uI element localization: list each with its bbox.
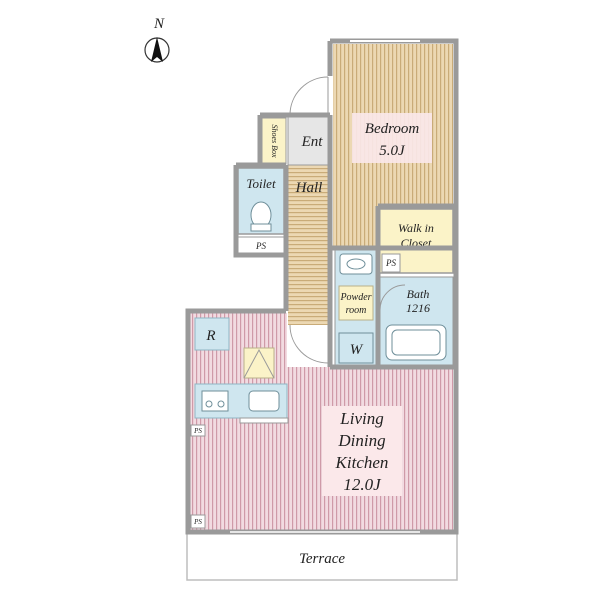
hall-floor bbox=[288, 165, 330, 325]
compass: N bbox=[144, 16, 170, 63]
shoes-box-label: Shoes Box bbox=[270, 124, 279, 158]
ps-kitchen-1-label: PS bbox=[193, 427, 202, 435]
hall-label: Hall bbox=[295, 180, 323, 196]
walls bbox=[185, 38, 459, 535]
terrace-label: Terrace bbox=[299, 551, 345, 567]
bathtub-icon bbox=[385, 324, 447, 361]
fridge-box bbox=[194, 317, 230, 351]
entrance-area bbox=[287, 114, 329, 166]
bedroom-name: Bedroom bbox=[365, 121, 420, 137]
compass-letter: N bbox=[153, 16, 165, 32]
wash-basin-icon bbox=[339, 253, 373, 275]
washer-label: W bbox=[350, 342, 364, 358]
powder-line2: room bbox=[346, 305, 367, 316]
bedroom-size: 5.0J bbox=[379, 143, 406, 159]
closet-line1: Walk in bbox=[398, 221, 434, 235]
ldk-label-box bbox=[322, 406, 402, 496]
powder-line1: Powder bbox=[339, 292, 371, 303]
ldk-line3: Kitchen bbox=[335, 453, 389, 472]
washer-box bbox=[338, 332, 374, 364]
compass-arrow-icon bbox=[151, 37, 163, 62]
ps-kitchen-2-label: PS bbox=[193, 518, 202, 526]
bath-size: 1216 bbox=[406, 301, 430, 315]
ldk-line1: Living bbox=[339, 409, 383, 428]
bath-name: Bath bbox=[407, 287, 430, 301]
stove-icon bbox=[201, 390, 229, 412]
ldk-line2: Dining bbox=[337, 431, 385, 450]
range-hood bbox=[243, 347, 275, 379]
ps-toilet-label: PS bbox=[255, 241, 266, 251]
bedroom-label-box bbox=[352, 113, 432, 163]
shoes-box bbox=[261, 117, 287, 165]
fridge-label: R bbox=[205, 328, 215, 344]
ps-closet-label: PS bbox=[385, 258, 396, 268]
ldk-door-icon bbox=[289, 324, 329, 364]
ent-label: Ent bbox=[301, 134, 324, 150]
ldk-size: 12.0J bbox=[343, 475, 382, 494]
entrance-door-icon bbox=[289, 76, 329, 116]
sink-icon bbox=[248, 390, 280, 412]
toilet-label: Toilet bbox=[246, 176, 276, 191]
